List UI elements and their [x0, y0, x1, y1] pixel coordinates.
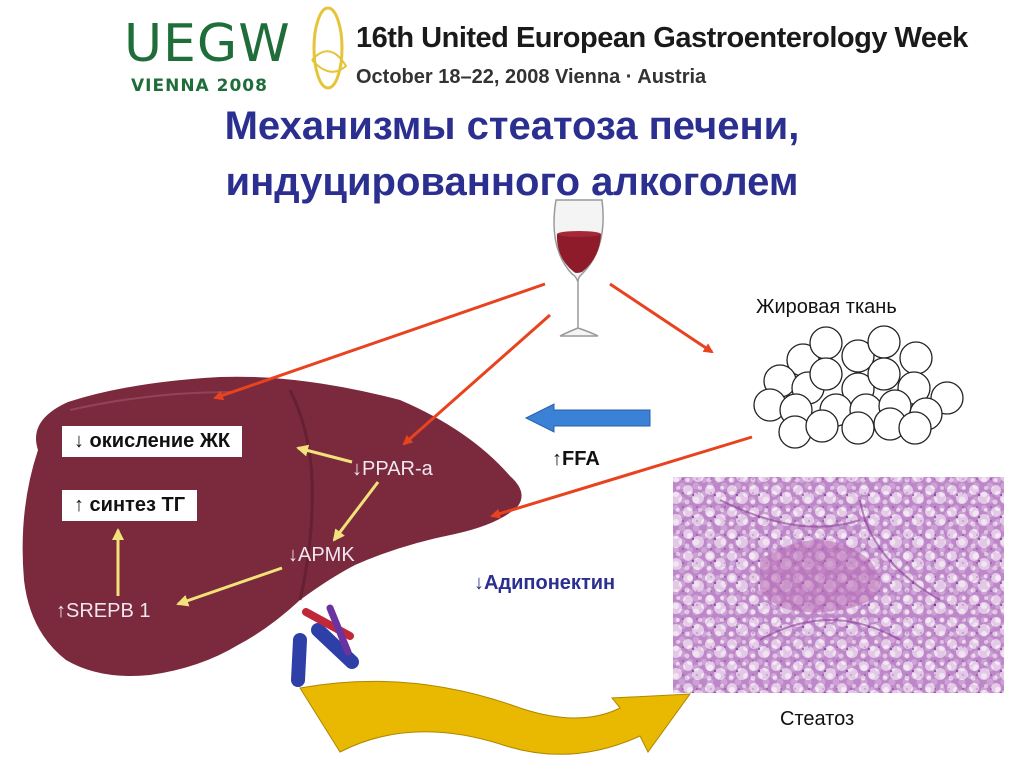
- alcohol-effect-arrows: [213, 282, 753, 519]
- steatosis-label: Стеатоз: [780, 708, 855, 730]
- arrow-ampk-to-srepb: [176, 566, 283, 607]
- slide-title-line1: Механизмы стеатоза печени,: [224, 104, 800, 148]
- adipose-label: Жировая ткань: [756, 296, 897, 318]
- event-dates: October 18–22, 2008 Vienna · Austria: [356, 66, 707, 88]
- adipose-tissue-cells: [753, 325, 964, 449]
- liver-illustration: [22, 376, 522, 687]
- arrow-alcohol-to-ppar: [402, 313, 551, 446]
- oxidation-box: ↓ окисление ЖК: [62, 426, 243, 457]
- arrow-alcohol-to-liver: [213, 282, 546, 401]
- tg-synthesis-box: ↑ синтез ТГ: [62, 490, 198, 521]
- arrow-alcohol-to-adipose: [609, 282, 714, 354]
- slide-title: Механизмы стеатоза печени, индуцированно…: [0, 98, 1024, 210]
- uegw-logo-emblem: [311, 6, 348, 90]
- steatosis-cycle-arrow: [299, 680, 692, 755]
- ffa-blue-arrow: [524, 403, 651, 433]
- ppar-label: ↓PPAR-a: [352, 458, 433, 480]
- slide-title-line2: индуцированного алкоголем: [225, 160, 799, 204]
- uegw-logo-text: UEGW: [124, 14, 291, 74]
- arrow-ppar-to-ampk: [332, 481, 380, 542]
- ampk-label: ↓APMK: [288, 544, 355, 566]
- ffa-label: ↑FFA: [552, 448, 600, 470]
- srepb-label: ↑SREPB 1: [56, 600, 151, 622]
- event-title: 16th United European Gastroenterology We…: [356, 22, 968, 54]
- adiponectin-label: ↓Адипонектин: [474, 572, 616, 594]
- steatosis-histology-image: [673, 477, 1004, 693]
- pathway-arrows: [112, 444, 380, 607]
- wine-glass-icon: [553, 199, 604, 337]
- uegw-logo-subtext: VIENNA 2008: [131, 76, 268, 96]
- arrow-adipose-to-liver: [490, 435, 753, 519]
- arrow-ppar-to-oxidation: [296, 444, 353, 464]
